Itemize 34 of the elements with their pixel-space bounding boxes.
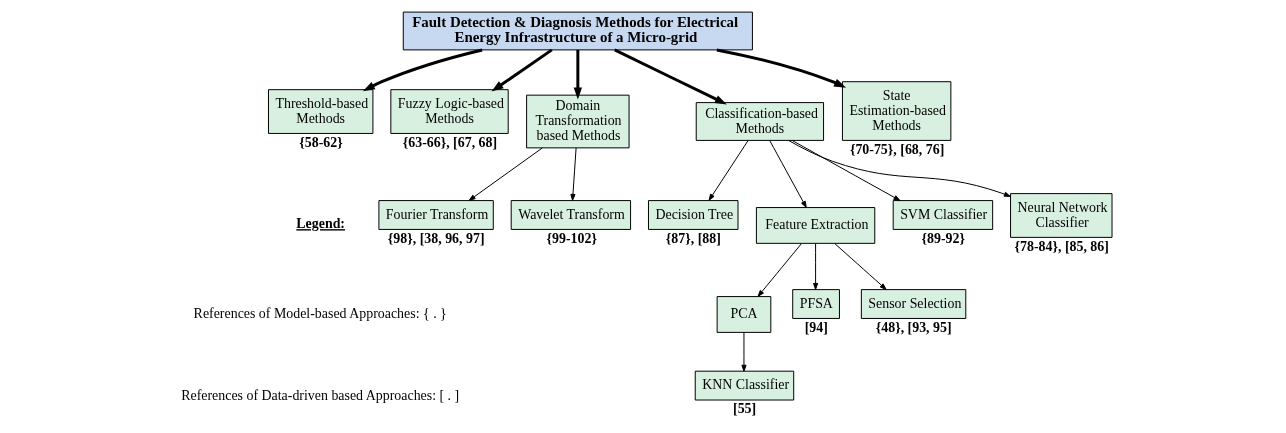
arrow xyxy=(468,147,543,201)
node-label: [94] xyxy=(804,319,828,335)
arrow xyxy=(573,49,582,100)
arrow xyxy=(491,48,553,92)
node-box: Feature Extraction xyxy=(755,207,875,244)
arrow xyxy=(768,140,807,208)
node-label: {78-84}, [85, 86] xyxy=(1014,238,1109,254)
arrow xyxy=(708,140,748,201)
node-box: Fault Detection & Diagnosis Methods for Electrical Energy Infrastructure of a Micro-grid xyxy=(402,11,753,51)
legend-label: References of Model-based Approaches: { . } xyxy=(193,306,447,322)
legend-label: References of Data-driven based Approaches: [ . ] xyxy=(180,387,459,403)
node-box: PCA xyxy=(716,296,771,333)
node-label: {58-62} xyxy=(298,134,343,150)
node-label: {89-92} xyxy=(921,230,965,246)
arrow xyxy=(740,332,747,372)
arrow xyxy=(569,147,577,201)
arrow xyxy=(833,243,887,290)
label: Legend: xyxy=(295,216,345,232)
arrow xyxy=(362,48,483,92)
arrow xyxy=(791,140,900,201)
arrow xyxy=(787,139,1011,197)
arrow xyxy=(613,48,727,105)
node-box: Domain Transformation based Methods xyxy=(525,94,630,149)
arrow xyxy=(716,48,846,88)
node-label: {48}, [93, 95] xyxy=(875,319,952,335)
node-label: {87}, [88] xyxy=(665,230,721,246)
arrow xyxy=(812,243,818,290)
node-label: {70-75}, [68, 76] xyxy=(849,141,944,157)
node-label: {98}, [38, 96, 97] xyxy=(387,230,485,246)
node-label: [55] xyxy=(732,401,756,417)
node-label: {99-102} xyxy=(546,230,597,246)
arrow xyxy=(757,243,802,297)
node-box: Classification-based Methods xyxy=(695,102,824,141)
node-label: {63-66}, [67, 68] xyxy=(402,134,497,150)
